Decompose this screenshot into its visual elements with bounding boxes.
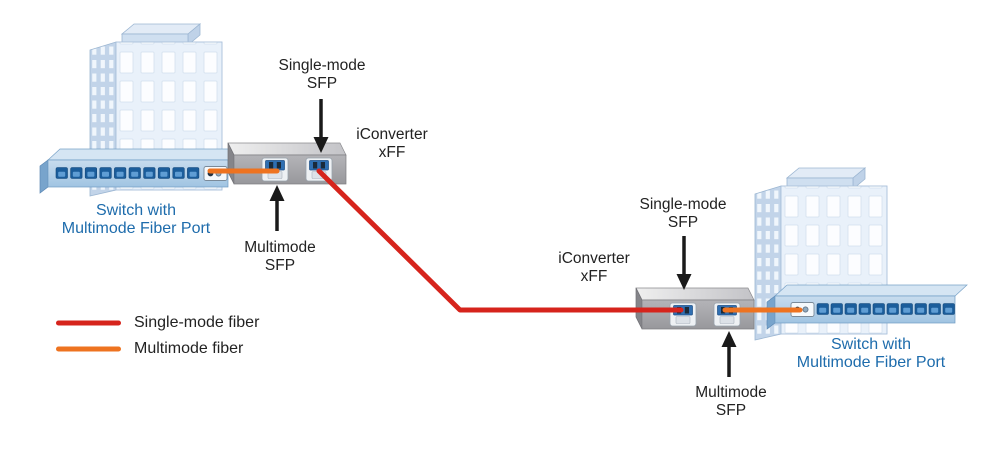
label-line: Switch with bbox=[95, 202, 177, 219]
arrow-multimode-sfp-right bbox=[719, 329, 739, 379]
iconverter-label-right: iConverter xFF bbox=[558, 250, 630, 286]
arrow-single-mode-sfp-right bbox=[674, 234, 694, 292]
label-line: xFF bbox=[580, 268, 608, 285]
label-line: iConverter bbox=[558, 250, 630, 267]
label-line: Multimode Fiber Port bbox=[61, 220, 211, 237]
label-line: Multimode Fiber Port bbox=[796, 354, 946, 371]
label-line: Switch with bbox=[830, 336, 912, 353]
multimode-fiber-line-icon bbox=[56, 346, 121, 352]
legend-label-multimode: Multimode fiber bbox=[134, 340, 244, 357]
label-line: Single-mode bbox=[639, 196, 727, 213]
single-mode-fiber-cable bbox=[316, 168, 684, 313]
label-line: xFF bbox=[378, 144, 406, 161]
label-line: Multimode bbox=[695, 384, 767, 401]
legend-item-multimode: Multimode fiber bbox=[56, 339, 243, 359]
legend-item-single-mode: Single-mode fiber bbox=[56, 313, 259, 333]
label-line: SFP bbox=[667, 214, 699, 231]
multimode-sfp-label-right: Multimode SFP bbox=[695, 384, 767, 420]
switch-label-left: Switch with Multimode Fiber Port bbox=[62, 202, 211, 238]
arrow-multimode-sfp-left bbox=[267, 183, 287, 233]
label-line: Multimode bbox=[244, 239, 316, 256]
multimode-sfp-label-left: Multimode SFP bbox=[244, 239, 316, 275]
single-mode-fiber-line-icon bbox=[56, 320, 121, 326]
label-line: Single-mode bbox=[278, 57, 366, 74]
network-switch-icon-right bbox=[767, 285, 967, 329]
label-line: SFP bbox=[306, 75, 338, 92]
iconverter-label-left: iConverter xFF bbox=[356, 126, 428, 162]
single-mode-sfp-label-left: Single-mode SFP bbox=[278, 57, 365, 93]
switch-label-right: Switch with Multimode Fiber Port bbox=[797, 336, 946, 372]
label-line: SFP bbox=[264, 257, 296, 274]
legend-label-single-mode: Single-mode fiber bbox=[134, 314, 260, 331]
single-mode-sfp-label-right: Single-mode SFP bbox=[639, 196, 726, 232]
label-line: iConverter bbox=[356, 126, 428, 143]
label-line: SFP bbox=[715, 402, 747, 419]
